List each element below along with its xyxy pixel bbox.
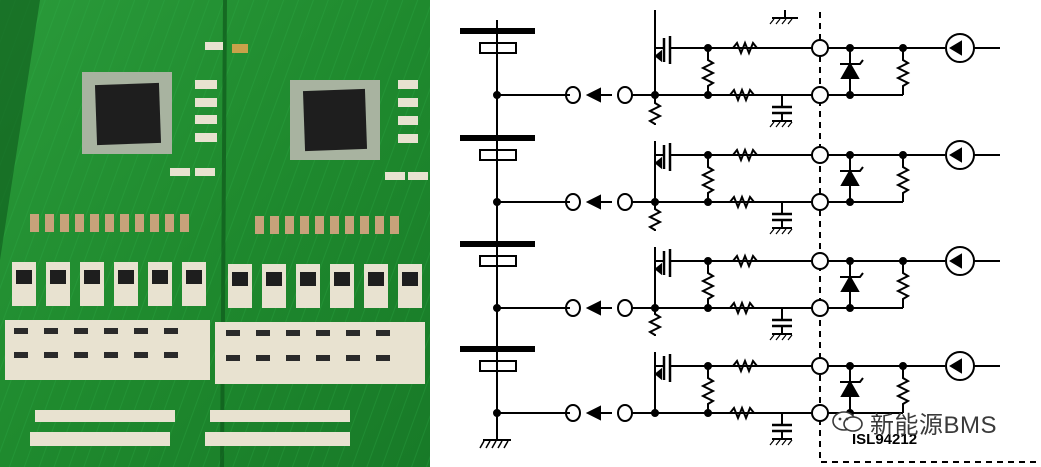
ic-chip-left <box>82 72 172 154</box>
mosfet-array <box>12 262 422 308</box>
resistor-bleed <box>700 48 716 95</box>
watermark: 新能源BMS <box>832 404 1022 440</box>
connector-pads <box>30 410 350 446</box>
resistor-gate <box>732 40 758 56</box>
pcb-photo <box>0 0 430 467</box>
arrow-icon <box>585 87 601 103</box>
chip-pin <box>811 299 829 317</box>
chip-pin <box>811 252 829 270</box>
resistor-internal <box>895 261 911 308</box>
resistor-grid <box>5 320 425 384</box>
resistor-gate <box>732 147 758 163</box>
ic-chip-right <box>290 80 380 160</box>
wechat-icon <box>832 411 863 432</box>
zener-diode <box>840 274 860 292</box>
junction-dot <box>493 409 501 417</box>
arrow-icon <box>585 300 601 316</box>
capacitor-row-left <box>30 214 189 232</box>
resistor-tap <box>729 194 755 210</box>
arrow-icon <box>585 405 601 421</box>
battery-cell-plate-4 <box>479 360 517 372</box>
resistor-gate <box>732 253 758 269</box>
connector-left <box>565 86 581 104</box>
resistor-tap <box>729 87 755 103</box>
chip-pin <box>811 86 829 104</box>
balancing-circuit-schematic <box>460 10 1041 463</box>
resistor-bleed <box>700 155 716 202</box>
chip-pin <box>811 357 829 375</box>
chip-pin <box>811 404 829 422</box>
connector-left <box>565 404 581 422</box>
zener-diode <box>840 168 860 186</box>
zener-diode <box>840 61 860 79</box>
chip-label: ISL94212 <box>852 431 918 448</box>
chip-pin <box>811 193 829 211</box>
junction-dot <box>493 304 501 312</box>
resistor-bleed <box>700 261 716 308</box>
battery-cell-plate-2 <box>479 149 517 161</box>
smd-components-top <box>170 42 428 180</box>
resistor-bleed <box>700 366 716 413</box>
connector-left <box>565 193 581 211</box>
watermark-text: 新能源BMS <box>870 411 998 439</box>
connector-left <box>565 299 581 317</box>
chip-boundary <box>819 12 1041 463</box>
connector-right <box>617 86 633 104</box>
battery-cell-plate-3 <box>479 255 517 267</box>
junction-dot <box>493 91 501 99</box>
capacitor-row-right <box>255 216 399 234</box>
connector-right <box>617 193 633 211</box>
resistor-tap <box>729 300 755 316</box>
battery-cell-plate-1 <box>479 42 517 54</box>
connector-right <box>617 299 633 317</box>
zener-diode <box>840 379 860 397</box>
chip-pin <box>811 39 829 57</box>
resistor-tap <box>729 405 755 421</box>
resistor-internal <box>895 366 911 413</box>
resistor-internal <box>895 48 911 95</box>
resistor-internal <box>895 155 911 202</box>
resistor-gate <box>732 358 758 374</box>
arrow-icon <box>585 194 601 210</box>
junction-dot <box>493 198 501 206</box>
chip-pin <box>811 146 829 164</box>
connector-right <box>617 404 633 422</box>
